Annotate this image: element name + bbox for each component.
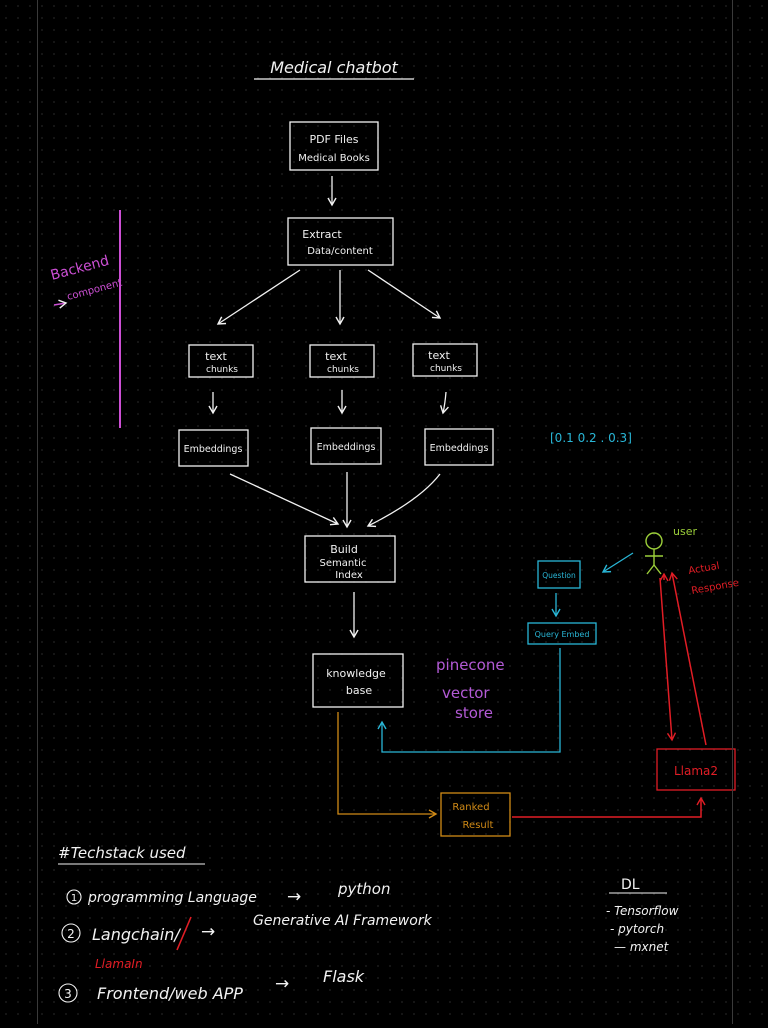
arrow-extract-to-chunk1 [216,269,301,325]
item3-arrow: → [275,974,289,994]
pinecone-label-2: vector [442,684,490,702]
dl-item-2: - pytorch [610,922,664,936]
pdf-label-2: Medical Books [298,153,370,164]
chunk1-label-2: chunks [206,365,238,375]
item2-red-strike [176,916,192,951]
emb1-label: Embeddings [184,444,243,455]
backend-label: Backend [49,253,111,284]
node-text-chunks-1 [188,344,254,378]
kb-label-2: base [346,684,372,697]
index-label-2: Semantic [320,558,367,569]
arrow-emb3-to-index [366,473,441,528]
arrow-user-to-llama [659,577,677,742]
arrow-query-to-kb [377,648,561,753]
chunk1-label-1: text [205,350,227,363]
ranked-label-2: Result [463,820,494,831]
kb-label-1: knowledge [326,667,386,680]
node-question [537,560,581,589]
llama-label: Llama2 [674,764,718,778]
item3-number-circle [58,983,78,1003]
chunk3-label-2: chunks [430,364,462,374]
chunk3-label-1: text [428,349,450,362]
item1-value: python [337,880,390,898]
user-label: user [673,525,697,538]
item2-note: LlamaIn [95,957,143,971]
item3-value: Flask [323,967,365,986]
chunk2-label-1: text [325,350,347,363]
node-embeddings-3 [424,428,494,466]
dl-item-1: - Tensorflow [606,904,679,918]
chunk2-label-2: chunks [327,365,359,375]
node-embeddings-1 [178,429,249,467]
actual-response-label-1: Actual [688,561,721,577]
user-icon [645,532,663,575]
arrow-user-to-question [601,552,634,573]
item2-arrow: → [201,922,215,942]
embedding-vector-label: [0.1 0.2 . 0.3] [550,431,632,445]
item2-number-circle [61,923,81,943]
index-label-1: Build [330,543,358,556]
node-ranked-result [440,792,511,837]
arrow-chunk3-to-emb3 [439,391,449,415]
arrow-kb-to-ranked [337,712,438,819]
node-pdf-files [289,121,379,171]
arrow-ranked-to-llama [512,796,706,818]
node-text-chunks-3 [412,343,478,377]
pinecone-label-1: pinecone [436,656,505,674]
node-llama2 [656,748,736,791]
diagram-title: Medical chatbot [270,58,398,77]
dl-heading: DL [621,877,640,893]
canvas-left-edge [37,0,38,1024]
backend-arrow-icon [53,299,68,309]
item1-arrow: → [287,887,301,907]
backend-sublabel: component [66,278,124,303]
node-text-chunks-2 [309,344,375,378]
ranked-label-1: Ranked [452,802,489,813]
question-label: Question [542,571,576,580]
item2-number: 2 [67,927,75,941]
node-semantic-index [304,535,396,583]
item1-number: 1 [71,893,77,904]
item3-number: 3 [64,987,72,1001]
extract-label-1: Extract [302,228,342,241]
canvas-right-edge [732,0,733,1024]
pinecone-label-3: store [455,704,493,722]
arrow-extract-to-chunk3 [367,269,442,319]
item1-number-circle [66,889,82,905]
node-query-embed [527,622,597,645]
pdf-label-1: PDF Files [309,133,358,146]
item1-text: programming Language [87,890,257,906]
extract-label-2: Data/content [307,246,373,257]
arrow-llama-to-user [668,571,707,746]
emb2-label: Embeddings [317,442,376,453]
node-knowledge-base [312,653,404,708]
node-embeddings-2 [310,427,382,465]
techstack-heading: #Techstack used [58,844,186,862]
arrow-emb1-to-index [229,473,340,526]
item2-text: Langchain/ [92,925,181,944]
query-label: Query Embed [535,630,590,639]
dl-item-3: — mxnet [614,940,670,954]
emb3-label: Embeddings [430,443,489,454]
node-extract-data [287,217,394,266]
item2-value: Generative AI Framework [253,913,433,929]
item3-text: Frontend/web APP [97,984,243,1003]
index-label-3: Index [335,570,363,581]
